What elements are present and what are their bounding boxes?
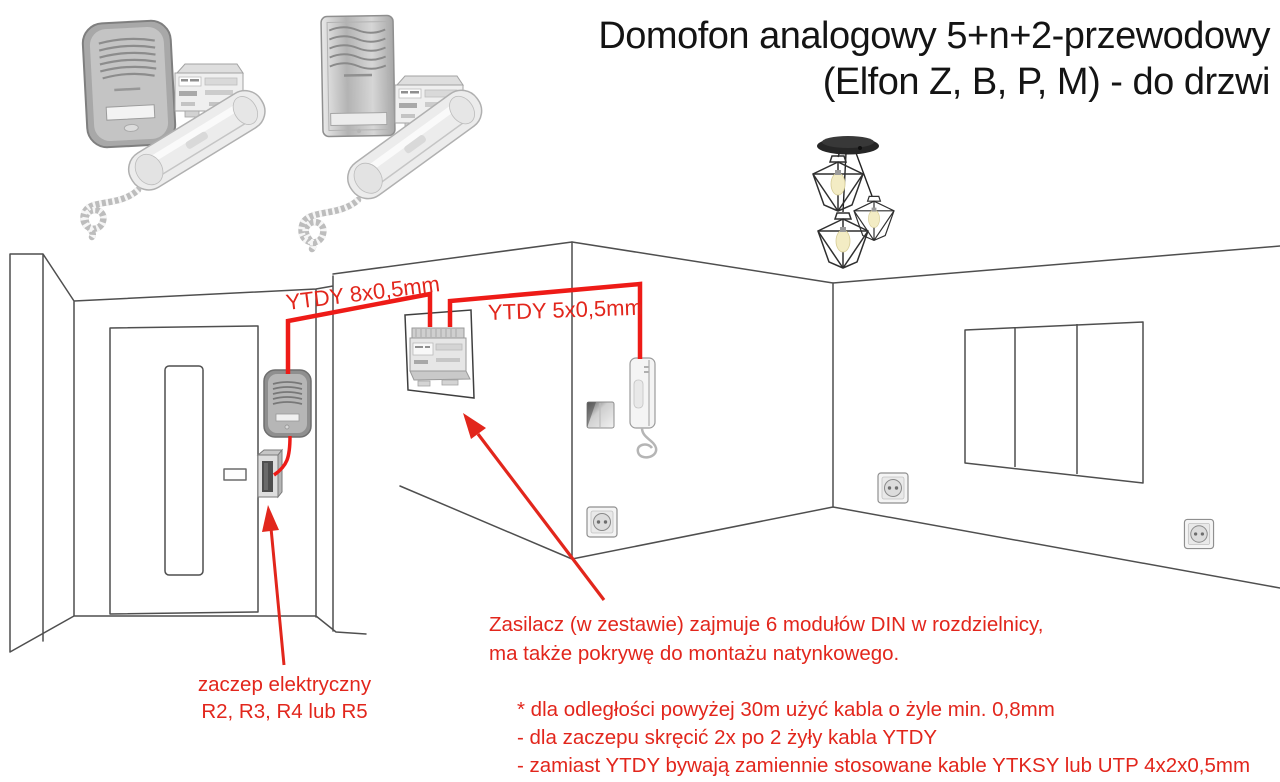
annotation-arrows (262, 413, 606, 666)
title-line-2: (Elfon Z, B, P, M) - do drzwi (822, 61, 1271, 103)
strike-caption-line-1: zaczep elektryczny (197, 673, 372, 696)
footnotes: * dla odległości powyżej 30m użyć kabla … (517, 696, 1250, 780)
psu-module-icon (409, 327, 471, 387)
electric-strike-icon (256, 448, 284, 499)
footnote-1: * dla odległości powyżej 30m użyć kabla … (517, 698, 1055, 721)
cable-run-door (285, 291, 433, 374)
power-socket-icon (1183, 518, 1215, 550)
distribution-box-icon (404, 309, 475, 399)
ceiling-lamp-icon (812, 136, 895, 269)
arrow-to-distribution-box (463, 413, 606, 601)
title-line-1: Domofon analogowy 5+n+2-przewodowy (598, 15, 1270, 57)
room-outline (9, 241, 1280, 653)
strike-caption: zaczep elektryczny R2, R3, R4 lub R5 (182, 671, 387, 725)
window-icon (964, 321, 1144, 484)
intercom-kit-photo-2 (298, 14, 483, 253)
cable-run-strike (272, 435, 292, 477)
power-socket-icon (877, 472, 909, 504)
coiled-cord (298, 196, 362, 253)
footnote-2: - dla zaczepu skręcić 2x po 2 żyły kabla… (517, 726, 938, 749)
cable-label-handset: YTDY 5x0,5mm (487, 294, 644, 325)
diagram-title: Domofon analogowy 5+n+2-przewodowy (Elfo… (598, 13, 1270, 105)
footnote-3: - zamiast YTDY bywają zamiennie stosowan… (517, 754, 1251, 777)
psu-caption: Zasilacz (w zestawie) zajmuje 6 modułów … (489, 610, 1043, 668)
cable-run-handset (447, 281, 643, 359)
handset-cord (636, 427, 658, 459)
intercom-kit-photo-1 (80, 19, 266, 241)
outdoor-panel-icon (263, 369, 312, 438)
door-handle-icon (223, 468, 247, 481)
wall-handset-icon (629, 357, 658, 459)
psu-caption-line-2: ma także pokrywę do montażu natynkowego. (489, 642, 900, 665)
arrow-to-strike (262, 505, 286, 666)
entrance-door-icon (109, 325, 259, 615)
coiled-cord (80, 186, 142, 241)
psu-caption-line-1: Zasilacz (w zestawie) zajmuje 6 modułów … (489, 613, 1044, 636)
power-socket-icon (586, 506, 618, 538)
strike-caption-line-2: R2, R3, R4 lub R5 (201, 700, 368, 723)
light-switch-icon (586, 401, 615, 429)
cable-runs (272, 281, 643, 477)
